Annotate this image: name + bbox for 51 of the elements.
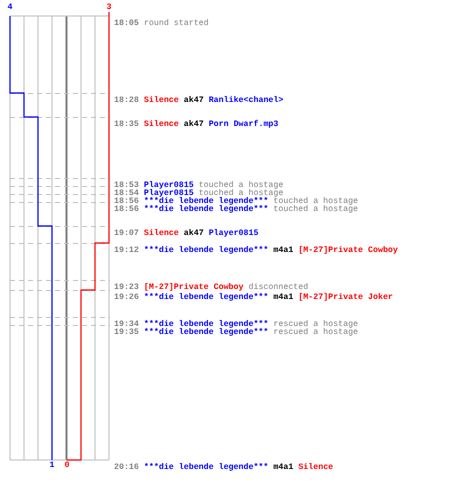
event-text: touched a hostage — [273, 205, 358, 214]
player-name: Player0815 — [208, 229, 258, 238]
player-name: Silence — [144, 96, 179, 105]
event-text: touched a hostage — [273, 197, 358, 206]
timestamp: 19:07 — [114, 229, 139, 238]
player-count: 1 — [50, 462, 54, 470]
player-name: [M-27]Private Cowboy — [144, 283, 244, 292]
timestamp: 18:05 — [114, 19, 139, 28]
player-name: Silence — [144, 120, 179, 129]
timestamp: 18:56 — [114, 197, 139, 206]
event-text: rescued a hostage — [273, 328, 358, 337]
weapon-name: m4a1 — [273, 293, 294, 302]
player-name: ***die lebende legende*** — [144, 293, 268, 302]
player-name: ***die lebende legende*** — [144, 328, 268, 337]
event-text: touched a hostage — [198, 181, 284, 190]
timestamp: 19:23 — [114, 283, 139, 292]
player-name: ***die lebende legende*** — [144, 320, 268, 329]
timestamp: 19:12 — [114, 246, 139, 255]
timestamp: 18:54 — [114, 189, 139, 198]
player-name: ***die lebende legende*** — [144, 205, 268, 214]
timestamp: 18:35 — [114, 120, 139, 129]
weapon-name: m4a1 — [273, 246, 294, 255]
event-text: round started — [144, 19, 209, 28]
event-text: touched a hostage — [198, 189, 284, 198]
player-name: ***die lebende legende*** — [144, 463, 268, 472]
timestamp: 19:35 — [114, 328, 139, 337]
player-name: ***die lebende legende*** — [144, 246, 268, 255]
timestamp: 19:26 — [114, 293, 139, 302]
player-name: Player0815 — [144, 181, 194, 190]
timestamp: 19:34 — [114, 320, 139, 329]
player-name: Silence — [144, 229, 179, 238]
weapon-name: ak47 — [184, 96, 204, 105]
timestamp: 18:53 — [114, 181, 139, 190]
event-text: rescued a hostage — [273, 320, 358, 329]
player-name: [M-27]Private Joker — [298, 293, 393, 302]
timestamp: 18:28 — [114, 96, 139, 105]
player-name: Silence — [298, 463, 334, 472]
weapon-name: ak47 — [184, 120, 204, 129]
player-name: [M-27]Private Cowboy — [298, 246, 398, 255]
player-name: Ranlike<chanel> — [208, 96, 284, 105]
player-count: 4 — [8, 4, 12, 12]
player-count: 3 — [106, 4, 112, 12]
weapon-name: ak47 — [184, 229, 204, 238]
player-count: 0 — [64, 462, 70, 470]
timestamp: 18:56 — [114, 205, 139, 214]
player-name: Player0815 — [144, 189, 194, 198]
player-name: ***die lebende legende*** — [144, 197, 268, 206]
timestamp: 20:16 — [114, 463, 139, 472]
weapon-name: m4a1 — [273, 463, 294, 472]
event-text: disconnected — [248, 283, 308, 292]
player-name: Porn Dwarf.mp3 — [208, 120, 278, 129]
